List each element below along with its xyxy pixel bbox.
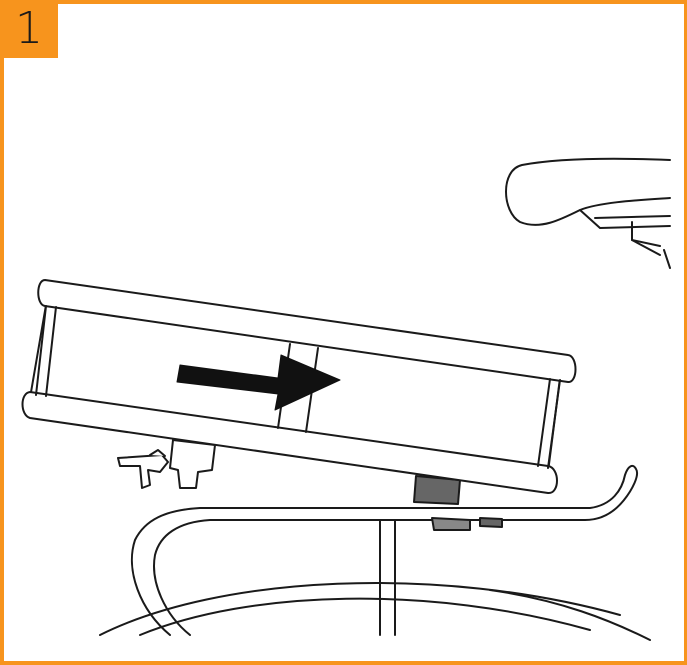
saddle	[505, 157, 671, 269]
rack-adapter-right	[413, 475, 503, 531]
step-number-badge: 1	[0, 0, 58, 58]
rear-rack	[130, 464, 638, 636]
wheel	[99, 582, 651, 641]
slide-direction-arrow-icon	[176, 354, 341, 411]
rack-adapter-left	[117, 439, 216, 489]
